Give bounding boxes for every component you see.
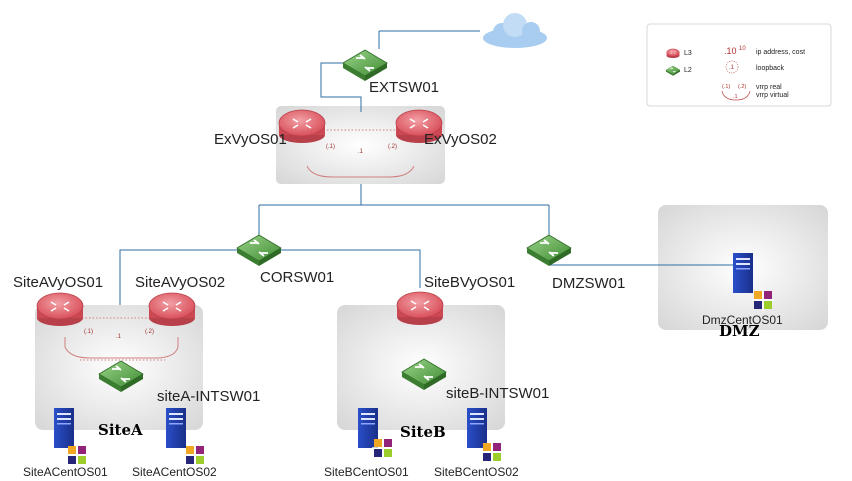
- sitea-vrrp: (.1) (.2) .1: [64, 317, 179, 361]
- siteacentos02-server-icon[interactable]: [166, 408, 186, 448]
- exvyos02-label: ExVyOS02: [424, 131, 497, 148]
- dmzcentos01-server-icon[interactable]: [733, 253, 753, 293]
- ex-vrrp-real-left: (.1): [326, 144, 335, 150]
- sitea-vrrp-real-left: (.1): [84, 329, 93, 335]
- extsw01-label: EXTSW01: [369, 79, 439, 96]
- cloud-icon: [483, 13, 547, 48]
- sitebcentos02-label: SiteBCentOS02: [434, 465, 519, 479]
- exvyos01-label: ExVyOS01: [214, 131, 287, 148]
- network-links: [119, 30, 740, 305]
- legend-box: [646, 23, 832, 107]
- sitea-vrrp-virtual: .1: [116, 334, 122, 340]
- legend-vrrp-real-text: vrrp real: [756, 84, 782, 91]
- centos-logo-icon: [65, 443, 89, 467]
- sitebcentos02-server-icon[interactable]: [467, 408, 487, 448]
- dmz-site-label: DMZ: [719, 322, 760, 340]
- dmzsw01-label: DMZSW01: [552, 275, 625, 292]
- legend-loopback-sample: .1: [729, 65, 735, 71]
- dmzcentos01-label: DmzCentOS01: [702, 313, 783, 327]
- ex-vrrp-virtual: .1: [358, 149, 364, 155]
- legend: L3 L2 .10 10 ip address, cost .1 loopbac…: [646, 23, 832, 107]
- legend-vrrp-real-left: (.1): [722, 84, 730, 90]
- legend-l3-label: L3: [684, 50, 692, 57]
- corsw01-switch-icon[interactable]: [236, 234, 282, 267]
- legend-vrrp-virtual-sample: .1: [733, 94, 738, 100]
- sitebvyos01-label: SiteBVyOS01: [424, 274, 515, 291]
- siteavyos01-label: SiteAVyOS01: [13, 274, 103, 291]
- siteavyos01-router-icon[interactable]: [36, 292, 84, 327]
- legend-ip-sample: .10: [724, 46, 737, 56]
- legend-l2-label: L2: [684, 67, 692, 74]
- siteacentos01-label: SiteACentOS01: [23, 465, 108, 479]
- sitebvyos01-router-icon[interactable]: [396, 291, 444, 326]
- ex-vrrp-real-right: (.2): [388, 144, 397, 150]
- ex-vrrp: (.1) (.2) .1: [306, 129, 415, 178]
- legend-loopback-icon: [725, 60, 739, 74]
- siteacentos01-server-icon[interactable]: [54, 408, 74, 448]
- extsw01-switch-icon[interactable]: [342, 49, 388, 82]
- siteacentos02-label: SiteACentOS02: [132, 465, 217, 479]
- legend-ip-text: ip address, cost: [756, 49, 805, 56]
- legend-ip-sup: 10: [739, 46, 746, 52]
- centos-logo-icon: [480, 440, 504, 464]
- legend-loopback-text: loopback: [756, 65, 785, 72]
- sitebintsw01-label: siteB-INTSW01: [446, 385, 549, 402]
- siteb-site-label: SiteB: [400, 423, 446, 441]
- legend-vrrp-real-right: (.2): [738, 84, 746, 90]
- siteaintsw01-label: siteA-INTSW01: [157, 388, 260, 405]
- sitea-site-label: SiteA: [98, 421, 143, 439]
- sitebcentos01-label: SiteBCentOS01: [324, 465, 409, 479]
- centos-logo-icon: [751, 288, 775, 312]
- centos-logo-icon: [183, 443, 207, 467]
- sitea-vrrp-real-right: (.2): [145, 329, 154, 335]
- legend-l3-router-icon: [666, 48, 680, 59]
- siteavyos02-label: SiteAVyOS02: [135, 274, 225, 291]
- dmzsw01-switch-icon[interactable]: [526, 234, 572, 267]
- legend-vrrp-virtual-text: vrrp virtual: [756, 92, 789, 99]
- siteavyos02-router-icon[interactable]: [148, 292, 196, 327]
- legend-vrrp-arc-icon: [721, 90, 751, 101]
- corsw01-label: CORSW01: [260, 269, 334, 286]
- centos-logo-icon: [371, 436, 395, 460]
